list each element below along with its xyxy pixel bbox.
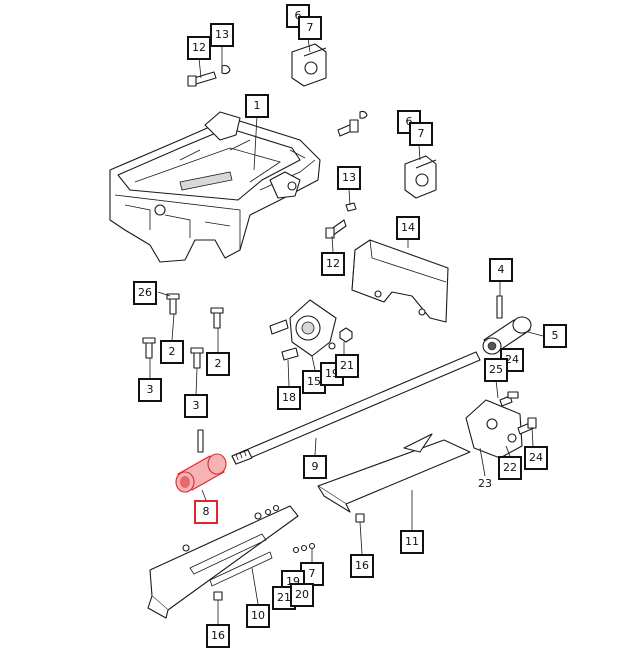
callout-part-12[interactable]: 12 <box>187 36 211 60</box>
part-bushing-highlighted <box>175 429 227 493</box>
callout-part-12-b[interactable]: 12 <box>321 252 345 276</box>
callout-part-22[interactable]: 22 <box>498 456 522 480</box>
callout-part-16-b[interactable]: 16 <box>206 624 230 648</box>
bolt-set-mid <box>337 110 368 137</box>
callout-part-20[interactable]: 20 <box>290 583 314 607</box>
callout-part-21[interactable]: 21 <box>335 354 359 378</box>
part-pin-top <box>496 295 503 319</box>
callout-part-7-b[interactable]: 7 <box>409 122 433 146</box>
callout-part-11[interactable]: 11 <box>400 530 424 554</box>
callout-part-13-b[interactable]: 13 <box>337 166 361 190</box>
bolt-set-middle <box>325 202 357 239</box>
callout-part-3-b[interactable]: 3 <box>184 394 208 418</box>
callout-part-16[interactable]: 16 <box>350 554 374 578</box>
callout-part-10[interactable]: 10 <box>246 604 270 628</box>
callout-part-4[interactable]: 4 <box>489 258 513 282</box>
part-slotted-plate <box>147 504 316 619</box>
callout-part-7[interactable]: 7 <box>298 16 322 40</box>
part-bushing-right <box>482 316 532 355</box>
label-part-23: 23 <box>478 477 492 490</box>
part-bearing-flange <box>269 299 353 361</box>
callout-part-8-highlighted[interactable]: 8 <box>194 500 218 524</box>
callout-part-13[interactable]: 13 <box>210 23 234 47</box>
callout-part-26[interactable]: 26 <box>133 281 157 305</box>
callout-part-24-b[interactable]: 24 <box>524 446 548 470</box>
bolt-set-top-left <box>187 64 231 87</box>
callout-part-14[interactable]: 14 <box>396 216 420 240</box>
callout-part-5[interactable]: 5 <box>543 324 567 348</box>
leader-lines <box>149 37 544 624</box>
part-bracket-plate <box>351 239 449 323</box>
callout-part-2-b[interactable]: 2 <box>206 352 230 376</box>
part-shaft <box>231 351 481 465</box>
part-bracket-22 <box>465 391 537 459</box>
part-bracket-right <box>404 155 437 199</box>
callout-part-18[interactable]: 18 <box>277 386 301 410</box>
part-channel-guard <box>317 433 471 523</box>
callout-part-25[interactable]: 25 <box>484 358 508 382</box>
callout-part-3[interactable]: 3 <box>138 378 162 402</box>
callout-part-2[interactable]: 2 <box>160 340 184 364</box>
part-bracket-top <box>291 43 327 87</box>
callout-part-1[interactable]: 1 <box>245 94 269 118</box>
part-frame <box>109 111 321 263</box>
bolt-set-left <box>142 293 224 369</box>
callout-part-9[interactable]: 9 <box>303 455 327 479</box>
